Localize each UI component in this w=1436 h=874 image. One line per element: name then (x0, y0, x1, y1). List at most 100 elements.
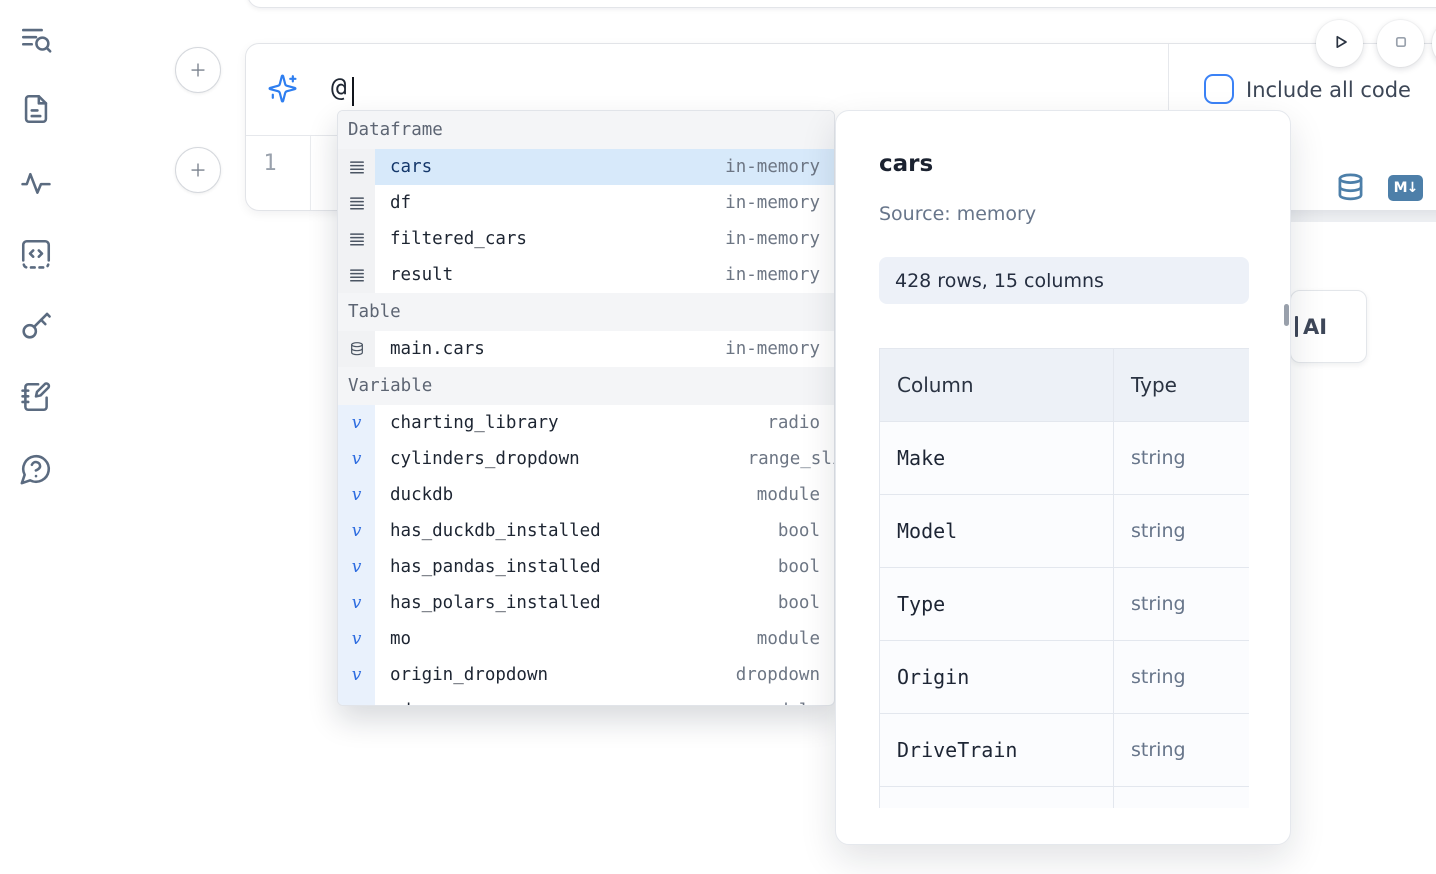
item-name: cylinders_dropdown (390, 449, 580, 469)
cell-vertical-divider (1168, 44, 1169, 135)
item-type: dropdown (735, 665, 820, 685)
text-cursor (352, 77, 354, 106)
file-text-icon[interactable] (19, 92, 53, 126)
more-actions-button[interactable] (1432, 20, 1436, 67)
schema-table-header: Column (879, 348, 1114, 422)
column-name-cell: Type (879, 567, 1114, 641)
clipped-label-fragment (1295, 316, 1298, 337)
activity-icon[interactable] (19, 165, 53, 199)
item-name: has_polars_installed (390, 593, 601, 613)
item-type: range_slider (747, 449, 834, 469)
item-type: bool (777, 593, 820, 613)
item-name: charting_library (390, 413, 559, 433)
add-cell-button-top[interactable] (175, 47, 221, 93)
list-search-icon[interactable] (19, 23, 53, 57)
item-name: cars (390, 157, 433, 177)
help-chat-icon[interactable] (19, 452, 53, 486)
preview-shape-badge: 428 rows, 15 columns (879, 257, 1249, 304)
rows-icon (338, 221, 375, 257)
rows-icon (338, 185, 375, 221)
autocomplete-item[interactable]: v origin_dropdown dropdown (338, 657, 834, 693)
column-type-cell: string (1113, 421, 1249, 495)
gutter-divider (310, 136, 311, 210)
code-block-icon[interactable] (19, 237, 53, 271)
autocomplete-item[interactable]: result in-memory (338, 257, 834, 293)
autocomplete-item[interactable]: vpdmodule (338, 693, 834, 705)
item-name: main.cars (390, 339, 485, 359)
item-type: bool (777, 521, 820, 541)
item-name: has_pandas_installed (390, 557, 601, 577)
generate-with-ai-button[interactable]: AI (1290, 290, 1367, 363)
column-name-cell: Model (879, 494, 1114, 568)
run-cell-button[interactable] (1316, 20, 1363, 67)
stop-cell-button[interactable] (1377, 20, 1424, 67)
column-name-cell: Origin (879, 640, 1114, 714)
column-name-cell: DriveTrain (879, 713, 1114, 787)
variable-icon: v (338, 441, 375, 477)
item-name: origin_dropdown (390, 665, 549, 685)
datasource-icon[interactable] (1335, 169, 1366, 206)
item-name: duckdb (390, 485, 454, 505)
popup-scrollbar-thumb[interactable] (1284, 304, 1289, 326)
include-all-code-checkbox[interactable] (1204, 74, 1234, 104)
database-icon (338, 331, 375, 367)
autocomplete-item[interactable]: main.cars in-memory (338, 331, 834, 367)
ai-button-label: AI (1303, 314, 1328, 339)
stop-icon (1389, 30, 1413, 58)
autocomplete-item[interactable]: v has_polars_installed bool (338, 585, 834, 621)
include-all-code-label: Include all code (1246, 78, 1411, 102)
item-name: has_duckdb_installed (390, 521, 601, 541)
variable-icon: v (338, 585, 375, 621)
variable-icon: v (338, 657, 375, 693)
item-type: bool (777, 557, 820, 577)
variable-icon: v (338, 513, 375, 549)
autocomplete-section-header: Variable (338, 367, 834, 405)
markdown-export-icon[interactable]: M↓ (1388, 175, 1423, 201)
variable-icon: v (338, 405, 375, 441)
play-icon (1328, 30, 1352, 58)
previous-cell (247, 0, 1436, 8)
rows-icon (338, 257, 375, 293)
notebook-pen-icon[interactable] (19, 380, 53, 414)
autocomplete-item[interactable]: cars in-memory (338, 149, 834, 185)
column-type-cell: string (1113, 567, 1249, 641)
item-type: module (757, 701, 834, 705)
autocomplete-section-header: Table (338, 293, 834, 331)
preview-source: Source: memory (879, 203, 1037, 225)
item-type: in-memory (725, 157, 820, 177)
preview-title: cars (879, 151, 934, 177)
column-type-cell: string (1113, 494, 1249, 568)
variable-icon: v (338, 693, 375, 705)
key-icon[interactable] (19, 308, 53, 342)
column-name-cell: Make (879, 421, 1114, 495)
ai-prompt-input[interactable]: @ (331, 73, 347, 103)
item-name: mo (390, 629, 412, 649)
item-name: result (390, 265, 454, 285)
autocomplete-item[interactable]: v cylinders_dropdown range_slider (338, 441, 834, 477)
column-type-cell: string (1113, 713, 1249, 787)
item-type: in-memory (725, 265, 820, 285)
item-type: radio (767, 413, 820, 433)
autocomplete-section-header: Dataframe (338, 111, 834, 149)
add-cell-button-bottom[interactable] (175, 147, 221, 193)
column-type-cell: string (1113, 640, 1249, 714)
autocomplete-item[interactable]: v has_duckdb_installed bool (338, 513, 834, 549)
schema-table-header: Type (1113, 348, 1249, 422)
item-type: in-memory (725, 339, 820, 359)
autocomplete-item[interactable]: v charting_library radio (338, 405, 834, 441)
rows-icon (338, 149, 375, 185)
